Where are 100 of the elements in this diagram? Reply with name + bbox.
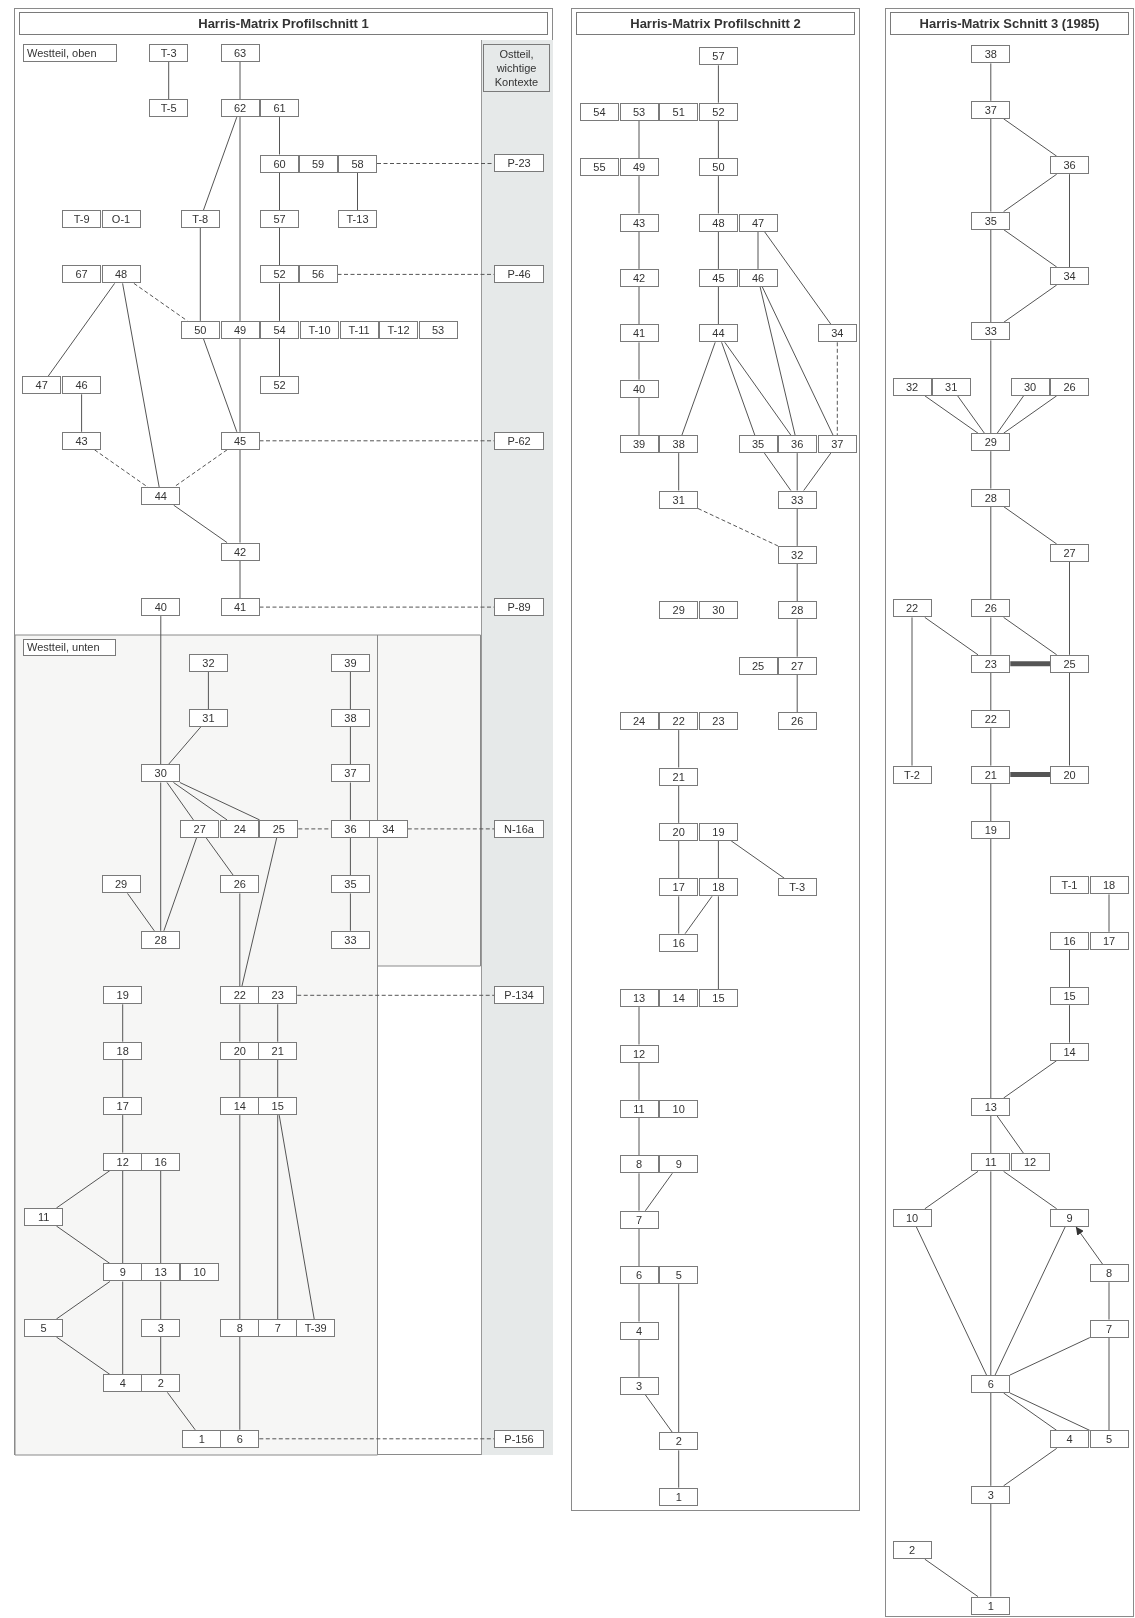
connector-line [990,450,992,490]
context-box: 52 [698,102,738,121]
context-box: 57 [698,47,738,66]
context-box: 18 [698,878,738,897]
context-box: 23 [971,654,1011,673]
connector-line [638,1283,640,1322]
dashed-connector [376,163,495,164]
connector-line [239,116,241,322]
context-box: 22 [971,710,1011,729]
context-box: 29 [971,433,1011,452]
connector-line [349,726,351,765]
connector-line [160,1170,162,1264]
connector-line [638,1062,640,1101]
connector-line [1069,672,1070,767]
context-box: T-1 [1050,876,1089,895]
connector-line [199,227,201,322]
context-box: 31 [931,377,971,396]
connector-line [279,172,280,211]
context-box: 27 [1050,544,1089,562]
dashed-connector [407,828,495,830]
connector-line [163,837,197,932]
connector-line [239,1114,241,1320]
connector-line [349,782,351,821]
connector-line [1003,1447,1058,1487]
connector-line [761,286,834,436]
matrix-panel [885,8,1134,1617]
context-box: 26 [1050,377,1089,396]
section-area [15,634,481,1455]
context-box: 7 [619,1210,659,1229]
context-box: 14 [1050,1042,1089,1061]
context-box: 48 [101,265,141,284]
context-box: 46 [62,376,102,395]
connector-line [678,452,680,491]
connector-line [996,1115,1025,1154]
context-box: 27 [777,656,817,675]
context-box: 61 [260,99,299,118]
connector-line [277,1114,279,1320]
connector-line [1003,395,1058,434]
context-box: 43 [62,431,102,450]
context-box: 29 [659,601,699,620]
context-box: 30 [141,764,181,783]
connector-line [122,1114,124,1154]
connector-line [173,782,228,821]
connector-line [796,452,798,491]
connector-line [127,892,155,932]
context-box: 23 [698,712,738,731]
connector-line [763,452,792,491]
context-box: 17 [1089,931,1129,950]
connector-line [763,231,832,325]
context-box: 26 [971,599,1011,618]
connector-line [279,227,280,266]
context-box: 34 [1050,267,1089,285]
dashed-connector [173,449,228,488]
context-box: 40 [141,598,181,617]
connector-line [796,674,798,713]
connector-line [239,61,241,100]
connector-line [1069,1004,1070,1044]
connector-line [924,1170,979,1210]
context-box: 34 [817,324,857,343]
double-connector [1010,772,1050,778]
context-box: 37 [817,435,857,454]
connector-line [678,729,680,768]
context-box: 53 [418,320,458,339]
context-box: 2 [141,1374,181,1393]
context-box: 28 [971,488,1011,507]
context-box: 10 [892,1208,932,1227]
connector-line [55,1170,111,1209]
panel-title: Harris-Matrix Profilschnitt 2 [576,12,855,35]
connector-line [349,671,351,710]
connector-line [1069,173,1070,268]
connector-line [638,397,640,436]
connector-line [638,1006,640,1045]
connector-line [678,1283,680,1433]
context-column [481,39,553,1455]
context-box: N-16a [494,819,544,838]
connector-line [239,1003,241,1043]
context-box: 8 [1089,1264,1129,1283]
connector-line [638,1172,640,1212]
connector-line [279,116,280,155]
panel-title: Harris-Matrix Schnitt 3 (1985) [890,12,1129,35]
context-box: 7 [1089,1319,1129,1338]
context-box: 14 [659,989,699,1008]
connector-line [47,282,116,377]
connector-line [1108,1281,1110,1321]
connector-line [990,616,992,656]
panel-title: Harris-Matrix Profilschnitt 1 [19,12,548,35]
context-box: P-46 [494,265,544,284]
connector-line [349,837,351,876]
context-box: T-10 [300,320,339,339]
connector-line [796,508,798,547]
context-box: 25 [738,656,778,675]
connector-line [203,338,238,433]
connector-line [241,837,278,987]
context-box: 67 [62,265,102,284]
context-box: 43 [619,213,659,232]
connector-line [990,1170,992,1376]
connector-line [1003,1392,1058,1431]
connector-line [179,782,261,821]
connector-line [239,560,241,599]
connector-line [924,616,979,656]
